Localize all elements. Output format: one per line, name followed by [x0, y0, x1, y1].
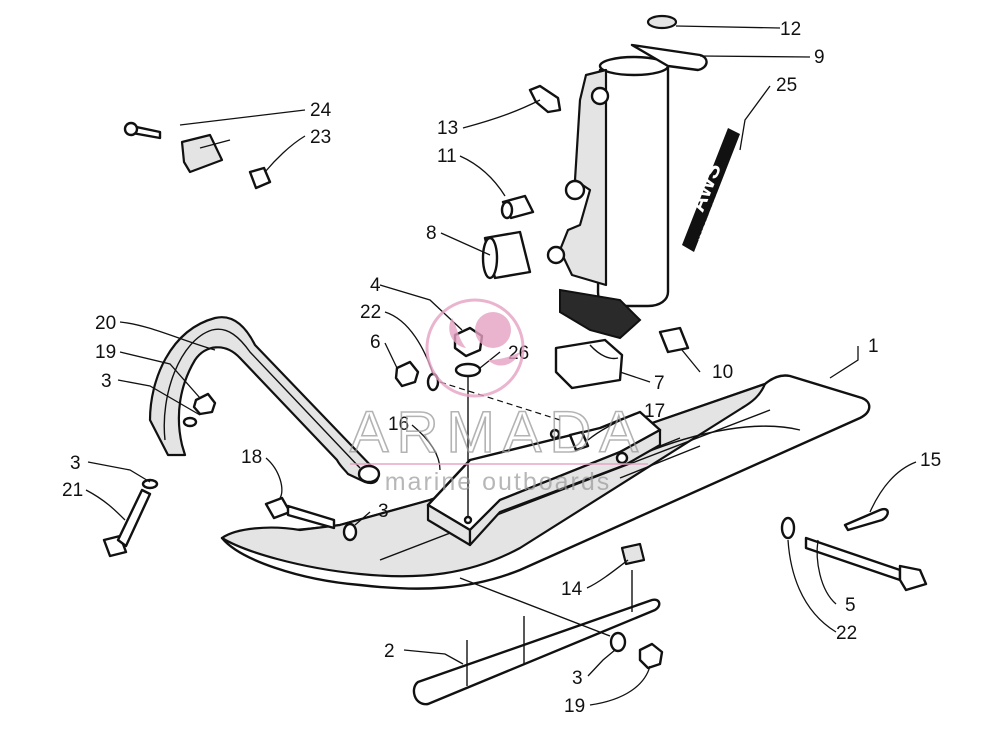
- bushing-10: [658, 326, 690, 354]
- cotter-pin-15: [843, 507, 889, 532]
- watermark-logo: [425, 298, 525, 398]
- callout-12: 12: [780, 19, 801, 40]
- washer-22-right: [780, 516, 796, 540]
- nut-6: [394, 360, 420, 388]
- bushing-8: [481, 230, 532, 280]
- washer-3-middle: [342, 522, 358, 542]
- ski-saddle: [426, 410, 662, 547]
- callout-3c: 3: [378, 501, 389, 522]
- watermark-name: ARMADA: [350, 400, 646, 465]
- wear-bar: [412, 570, 661, 706]
- bolt-18: [264, 496, 336, 530]
- ski-handle: [148, 316, 381, 485]
- callout-7: 7: [654, 373, 665, 394]
- callout-25: 25: [776, 75, 797, 96]
- callout-19a: 19: [95, 342, 116, 363]
- nut-4: [453, 326, 484, 358]
- callout-14: 14: [561, 579, 583, 600]
- bushing-11: [500, 194, 535, 220]
- callout-10: 10: [712, 362, 733, 383]
- block-7: [554, 338, 624, 390]
- stud-17: [568, 430, 590, 452]
- callout-8: 8: [426, 223, 437, 244]
- spindle-housing: [546, 43, 708, 340]
- callout-23: 23: [310, 127, 331, 148]
- callout-19b: 19: [564, 696, 585, 717]
- callout-13: 13: [437, 118, 458, 139]
- callout-1: 1: [868, 336, 879, 357]
- callout-6: 6: [370, 332, 381, 353]
- callout-3d: 3: [572, 668, 583, 689]
- washer-3-upper: [182, 416, 198, 428]
- callout-24: 24: [310, 100, 332, 121]
- bolt-5: [804, 536, 928, 592]
- callout-3b: 3: [70, 453, 81, 474]
- fitting-13: [528, 84, 562, 114]
- callout-16: 16: [388, 414, 409, 435]
- watermark: ARMADA marine outboards: [349, 298, 648, 496]
- callout-11: 11: [437, 146, 457, 167]
- callout-18: 18: [241, 447, 262, 468]
- callout-labels: 1 2 3 3 3 3 3 4 5 6 7 8 9 10 11 12 13 14…: [62, 19, 941, 717]
- callout-22b: 22: [836, 623, 857, 644]
- nut-19-left: [192, 392, 217, 416]
- cap-12: [646, 14, 678, 30]
- watermark-tagline: marine outboards: [385, 468, 612, 496]
- callout-5: 5: [845, 595, 856, 616]
- nut-19-bottom: [638, 642, 664, 670]
- washer-3-bottom: [609, 631, 627, 653]
- callout-4: 4: [370, 275, 381, 296]
- callout-3a: 3: [101, 371, 112, 392]
- spacer-14: [620, 542, 646, 566]
- aws-decal: AWS ARCTIC WEDGE SUSPENSION: [682, 128, 740, 252]
- bolt-21: [102, 488, 152, 558]
- callout-17: 17: [644, 401, 665, 422]
- callout-22a: 22: [360, 302, 381, 323]
- callout-9: 9: [814, 47, 825, 68]
- bracket-set: [123, 121, 272, 190]
- washer-3-lower: [141, 478, 159, 490]
- callout-15: 15: [920, 450, 941, 471]
- callout-21: 21: [62, 480, 83, 501]
- callout-20: 20: [95, 313, 116, 334]
- washer-26: [454, 362, 482, 378]
- callout-2: 2: [384, 641, 395, 662]
